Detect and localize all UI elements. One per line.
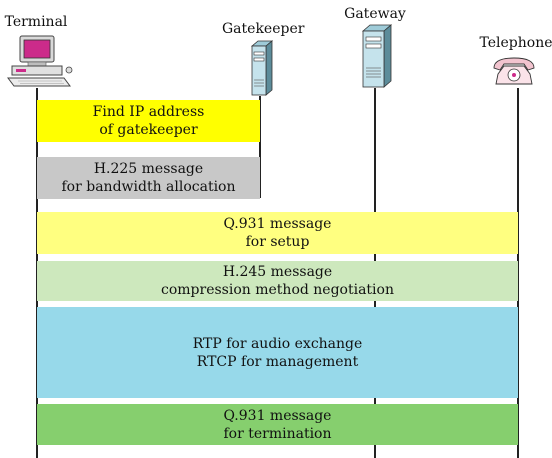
server-tower-icon bbox=[361, 24, 393, 88]
message-h225-bandwidth: H.225 message for bandwidth allocation bbox=[37, 157, 260, 199]
gatekeeper-label: Gatekeeper bbox=[222, 21, 305, 37]
message-line-1: Q.931 message bbox=[223, 216, 332, 232]
message-q931-setup: Q.931 message for setup bbox=[37, 212, 518, 254]
message-line-1: RTP for audio exchange bbox=[192, 335, 363, 352]
computer-icon bbox=[7, 35, 73, 87]
message-h245-negotiation: H.245 message compression method negotia… bbox=[37, 261, 518, 301]
message-line-1: H.225 message bbox=[93, 161, 204, 177]
message-rtp-rtcp: RTP for audio exchange RTCP for manageme… bbox=[37, 307, 518, 398]
message-line-1: Q.931 message bbox=[223, 407, 332, 424]
gatekeeper-lifeline bbox=[259, 96, 261, 198]
telephone-icon bbox=[493, 57, 535, 85]
telephone-label: Telephone bbox=[479, 35, 552, 51]
message-line-2: for setup bbox=[245, 234, 310, 250]
message-line-2: compression method negotiation bbox=[161, 282, 394, 298]
telephone-lifeline bbox=[517, 88, 519, 458]
message-find-gatekeeper: Find IP address of gatekeeper bbox=[37, 100, 260, 142]
message-line-2: for bandwidth allocation bbox=[61, 179, 236, 195]
terminal-label: Terminal bbox=[4, 14, 68, 30]
message-line-2: of gatekeeper bbox=[99, 122, 198, 138]
message-line-1: H.245 message bbox=[222, 264, 333, 280]
message-line-1: Find IP address bbox=[92, 104, 205, 120]
message-q931-termination: Q.931 message for termination bbox=[37, 404, 518, 445]
message-line-2: RTCP for management bbox=[196, 353, 359, 370]
message-line-2: for termination bbox=[223, 425, 332, 442]
server-icon bbox=[250, 40, 274, 96]
gateway-label: Gateway bbox=[344, 6, 406, 22]
